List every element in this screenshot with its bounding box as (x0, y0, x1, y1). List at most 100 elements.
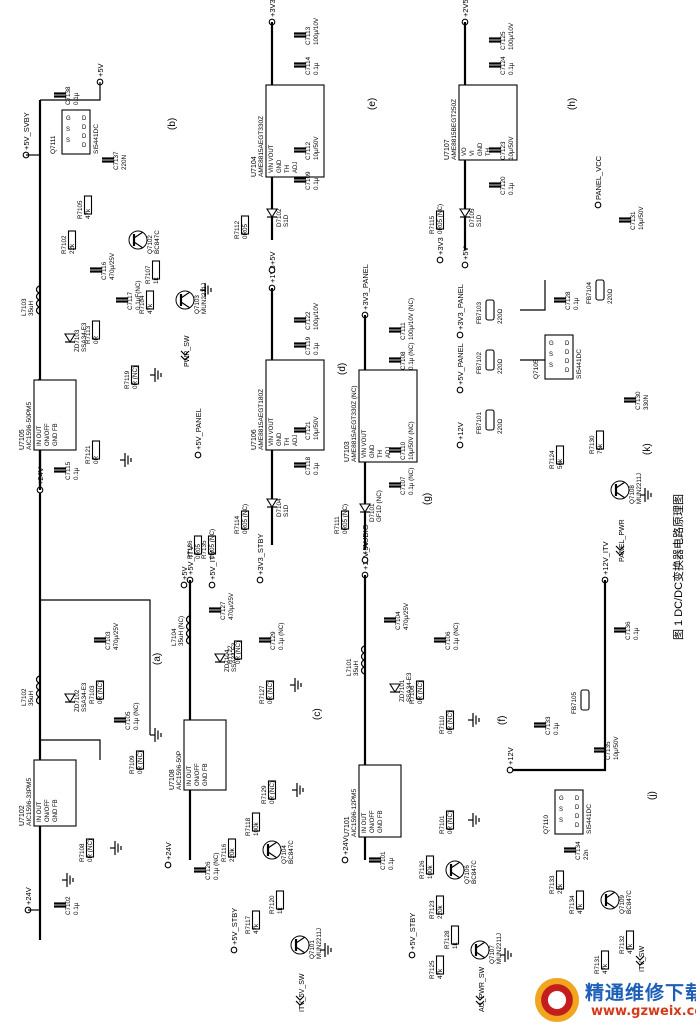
ground-symbol (292, 783, 304, 797)
pin-label: D (575, 805, 580, 811)
pin-label: D (82, 143, 87, 149)
pin-label: D (565, 359, 570, 365)
wire (40, 82, 101, 101)
part-ref: R7107 (145, 265, 152, 284)
ground-symbol (110, 841, 122, 855)
part-ref: C7131 (630, 211, 637, 230)
rail-label: +3V3_PANEL (361, 264, 370, 310)
pin-label: S (549, 352, 553, 358)
part-ref: ZD7102 (74, 689, 81, 712)
itv-sw-input: ITV_SW (635, 946, 646, 972)
part-ref: FB7103 (476, 301, 483, 324)
pin-label: G (559, 796, 564, 802)
part-value: 470μ/25V (109, 252, 116, 280)
rail-label: +3V3 (436, 237, 445, 255)
pin-label: S (66, 127, 70, 133)
part-value: 100μ/10V (NC) (408, 298, 415, 340)
part-ref: R7102 (61, 235, 68, 254)
part-value: 0R (NC) (97, 681, 104, 704)
rail-label: +5V_PANEL (194, 408, 203, 450)
part-ref: R7121 (85, 445, 92, 464)
part-ref: C7121 (305, 421, 312, 440)
part-ref: R7115 (429, 215, 436, 234)
pin-label: S (559, 818, 563, 824)
part-value: 220Ω (497, 358, 504, 374)
part-value: SSA34-E3 (81, 682, 88, 712)
part-value: 47k (85, 208, 92, 219)
part-value: 0.1μ (73, 902, 80, 915)
pin-label: VIN VOUT (269, 417, 275, 446)
part-value: 100k (427, 864, 434, 879)
pin-label: D (575, 814, 580, 820)
part-value: 1k (153, 276, 160, 284)
part-ref: C7127 (220, 601, 227, 620)
part-value: BC847C (154, 230, 161, 254)
part-ref: R7129 (261, 785, 268, 804)
part-ref: R7135 (201, 540, 208, 559)
rail-label: +12V_ITV (601, 541, 610, 575)
pin-label: TH (285, 438, 291, 446)
ground-symbol (150, 368, 162, 382)
pin-label: D (575, 823, 580, 829)
rail-12v-itv: +12V_ITV (601, 541, 610, 584)
part-ref: R7136 (187, 540, 194, 559)
panel-label: (j) (647, 791, 658, 800)
part-value: AIC1596-50P (176, 751, 183, 790)
part-ref: R7128 (444, 930, 451, 949)
rail-label: +5V (268, 251, 277, 265)
part-ref: ZD7103 (74, 329, 81, 352)
watermark: 精通维修下载 www.gzweix.com (531, 976, 696, 1026)
part-value: 0R (93, 335, 100, 344)
part-ref: C7107 (400, 476, 407, 495)
switch-label: PWR_SW (184, 335, 191, 367)
pin-label: D (575, 796, 580, 802)
part-ref: R7103 (89, 685, 96, 704)
part-value: 0.1μ (313, 177, 320, 190)
part-ref: C7125 (500, 31, 507, 50)
part-value: 470μ/25V (403, 602, 410, 630)
part-value: 1k (277, 906, 284, 914)
site-logo-icon (535, 978, 579, 1022)
part-ref: Q7108 (629, 485, 636, 504)
pin-label: IN OUT (37, 801, 43, 822)
part-ref: D7101 (369, 503, 376, 522)
part-ref: C7130 (635, 391, 642, 410)
rail-3v3: +3V3 (436, 237, 445, 264)
rail-5v: +5V (461, 246, 470, 269)
au-pwr-sw-input: AU_PWR_SW (475, 966, 486, 1012)
rail-5v-itv: +5V_ITV (208, 551, 217, 589)
part-ref: R7126 (419, 860, 426, 879)
part-ref: R7125 (429, 960, 436, 979)
part-value: 10μ/50V (313, 416, 320, 440)
part-value: 10μ/50V (313, 136, 320, 160)
part-value: 470μ/25V (228, 592, 235, 620)
part-ref: R7127 (259, 685, 266, 704)
ground-symbol (468, 813, 480, 827)
part-ref: C7111 (400, 322, 407, 340)
rail-label: +12V (506, 747, 515, 765)
ground-symbol (468, 713, 480, 727)
pin-label: GND FB (53, 799, 59, 822)
part-value: 47k (437, 968, 444, 979)
panel-label: (c) (312, 708, 323, 720)
part-value: 0.1μF(NC) (135, 280, 142, 310)
pin-label: D (82, 125, 87, 131)
part-ref: R7105 (77, 200, 84, 219)
part-ref: Q7110 (543, 815, 550, 834)
